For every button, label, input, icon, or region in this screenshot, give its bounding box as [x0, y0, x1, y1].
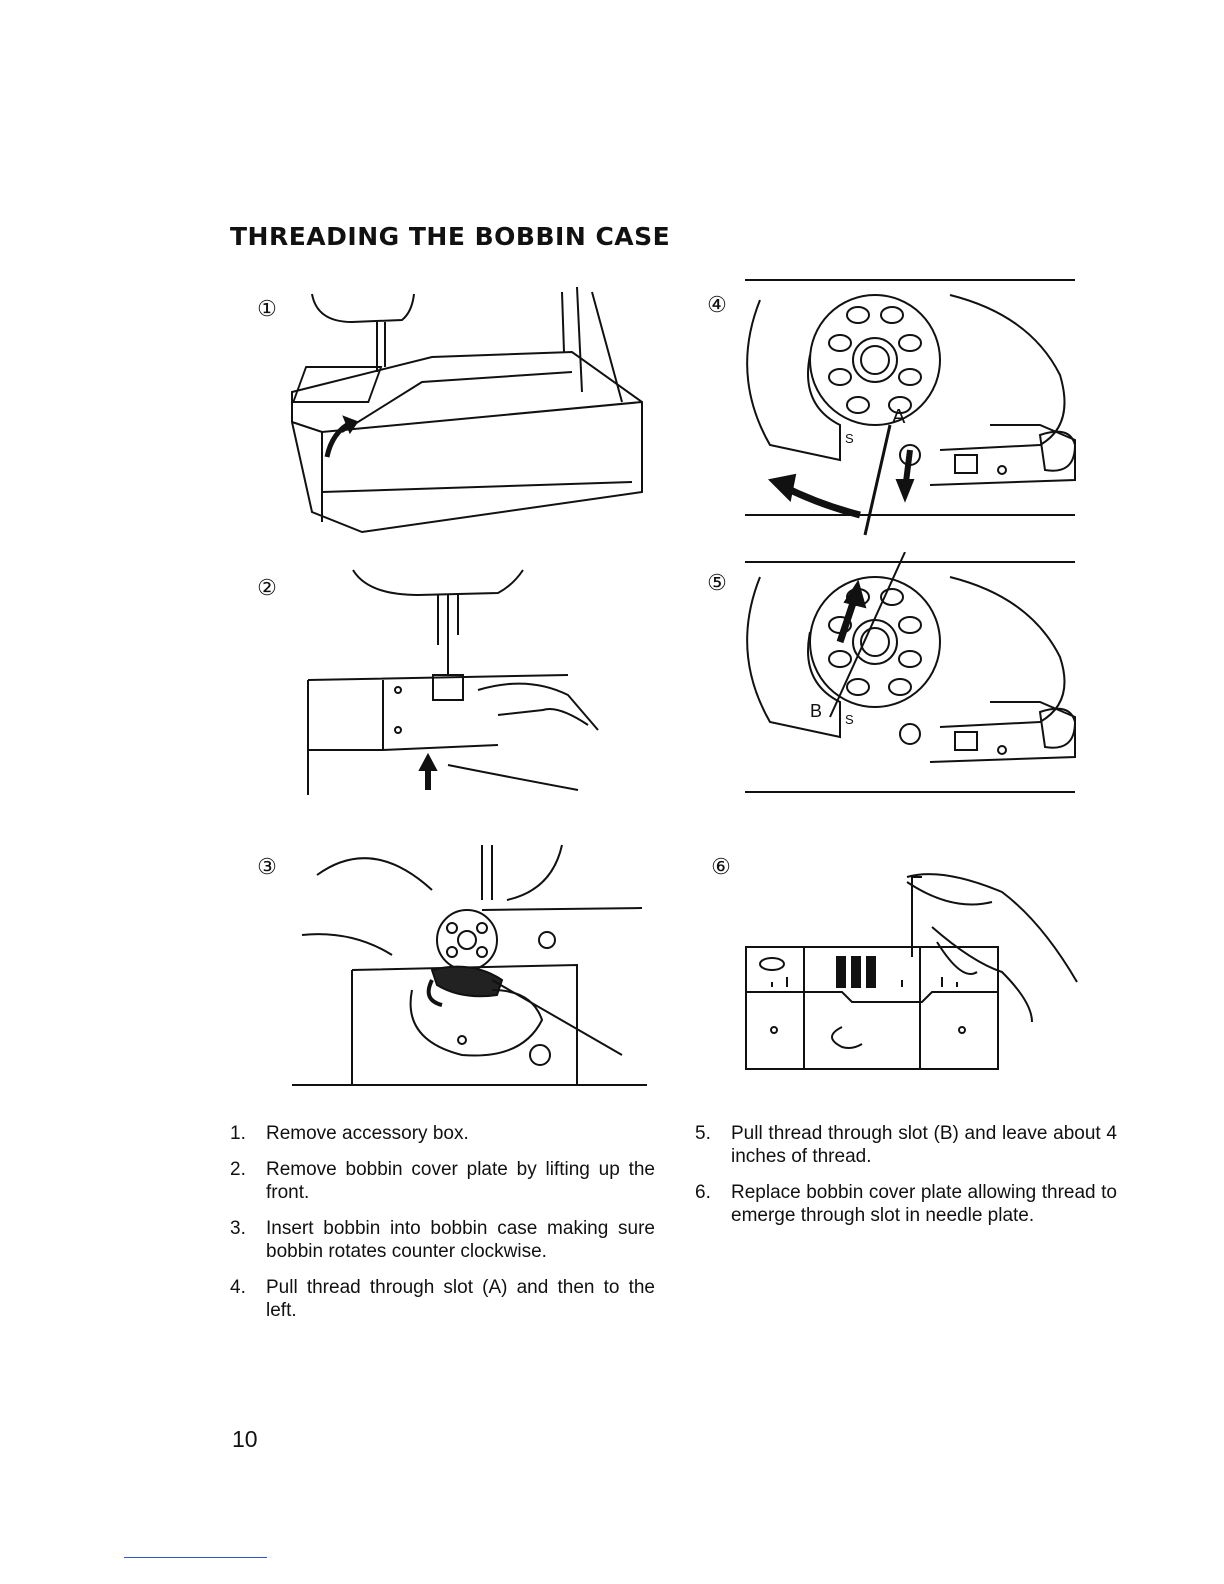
step-text: Pull thread through slot (B) and leave a…: [731, 1123, 1117, 1167]
figure-2-marker: ②: [257, 575, 277, 600]
step-number: 4.: [230, 1277, 246, 1298]
figure-4-illustration: A S: [740, 275, 1080, 545]
step-text: Insert bobbin into bobbin case making su…: [266, 1218, 655, 1262]
step-text: Remove accessory box.: [266, 1123, 469, 1144]
slot-a-label: A: [892, 406, 906, 428]
step-3: 3. Insert bobbin into bobbin case making…: [230, 1217, 655, 1263]
slot-b-label: B: [810, 701, 822, 721]
page-number: 10: [232, 1426, 258, 1452]
figure-1-illustration: [282, 282, 662, 542]
figure-5-illustration: B S: [740, 552, 1080, 802]
figure-2-illustration: [298, 565, 608, 805]
steps-right-list: 5. Pull thread through slot (B) and leav…: [695, 1122, 1117, 1240]
step-number: 2.: [230, 1159, 246, 1180]
step-text: Remove bobbin cover plate by lifting up …: [266, 1159, 655, 1203]
step-number: 1.: [230, 1123, 246, 1144]
step-number: 6.: [695, 1182, 711, 1203]
figure-1-marker: ①: [257, 296, 277, 321]
step-5: 5. Pull thread through slot (B) and leav…: [695, 1122, 1117, 1168]
figure-4-marker: ④: [707, 292, 727, 317]
slot-s-label-2: S: [845, 712, 854, 727]
step-text: Replace bobbin cover plate allowing thre…: [731, 1182, 1117, 1226]
page-title: THREADING THE BOBBIN CASE: [230, 222, 671, 251]
step-6: 6. Replace bobbin cover plate allowing t…: [695, 1181, 1117, 1227]
slot-s-label: S: [845, 431, 854, 446]
step-2: 2. Remove bobbin cover plate by lifting …: [230, 1158, 655, 1204]
step-4: 4. Pull thread through slot (A) and then…: [230, 1276, 655, 1322]
figure-5-marker: ⑤: [707, 570, 727, 595]
figure-6-marker: ⑥: [711, 854, 731, 879]
footer-divider: [124, 1557, 267, 1558]
step-1: 1. Remove accessory box.: [230, 1122, 655, 1145]
step-text: Pull thread through slot (A) and then to…: [266, 1277, 655, 1321]
figure-6-illustration: [742, 862, 1082, 1077]
steps-left-list: 1. Remove accessory box. 2. Remove bobbi…: [230, 1122, 655, 1335]
figure-3-marker: ③: [257, 854, 277, 879]
step-number: 3.: [230, 1218, 246, 1239]
figure-3-illustration: [292, 840, 647, 1090]
step-number: 5.: [695, 1123, 711, 1144]
